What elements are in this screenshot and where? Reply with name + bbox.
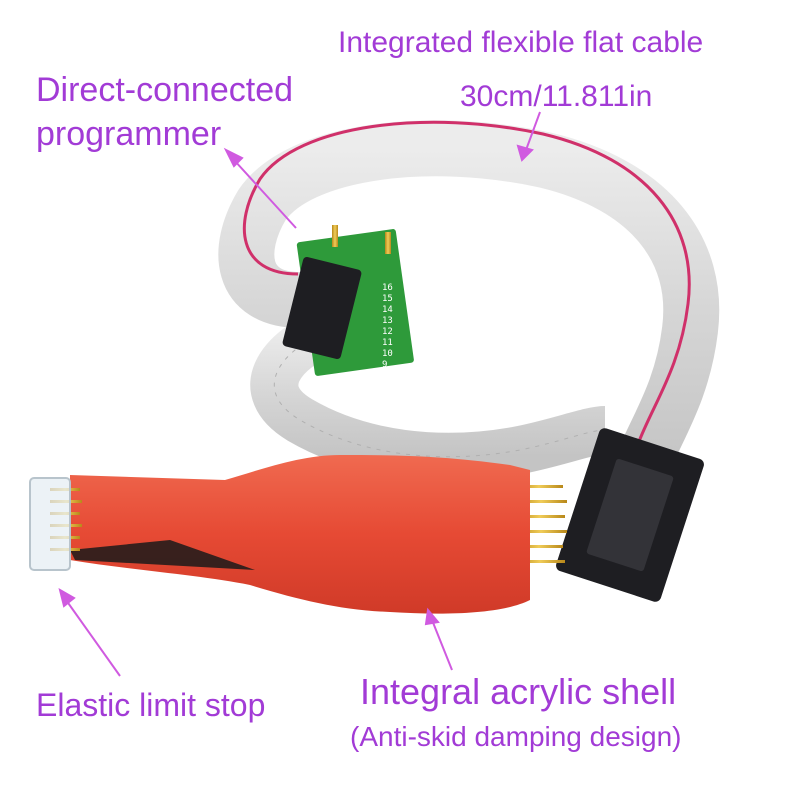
programmer-label-line2: programmer bbox=[36, 115, 222, 153]
pcb-pin-13: 13 bbox=[382, 316, 393, 326]
pcb-pin-16: 16 bbox=[382, 283, 393, 293]
flat-cable bbox=[218, 120, 720, 481]
flat-cable-length-label: 30cm/11.811in bbox=[460, 80, 653, 113]
arrow-flat-cable bbox=[516, 111, 541, 162]
pcb-pin-9: 9 bbox=[382, 360, 387, 370]
flat-cable-label: Integrated flexible flat cable bbox=[338, 26, 704, 59]
elastic-limit-stop bbox=[29, 477, 71, 571]
pcb-pin-10: 10 bbox=[382, 349, 393, 359]
pcb-pin-12: 12 bbox=[382, 327, 393, 337]
pcb-pin-15: 15 bbox=[382, 294, 393, 304]
limit-stop-label: Elastic limit stop bbox=[36, 687, 266, 723]
probe-body bbox=[70, 455, 530, 614]
cable-idc-connector bbox=[556, 428, 704, 602]
acrylic-shell-sublabel: (Anti-skid damping design) bbox=[350, 721, 682, 752]
pcb-pin-14: 14 bbox=[382, 305, 393, 315]
arrow-limit-stop bbox=[58, 587, 121, 677]
pcb-idc-connector bbox=[282, 256, 362, 360]
rear-pins bbox=[515, 485, 567, 563]
programmer-label-line1: Direct-connected bbox=[36, 71, 294, 109]
arrow-programmer bbox=[223, 147, 297, 229]
acrylic-shell-label: Integral acrylic shell bbox=[360, 671, 677, 712]
arrow-shell bbox=[424, 607, 453, 671]
pcb-pin-11: 11 bbox=[382, 338, 393, 348]
